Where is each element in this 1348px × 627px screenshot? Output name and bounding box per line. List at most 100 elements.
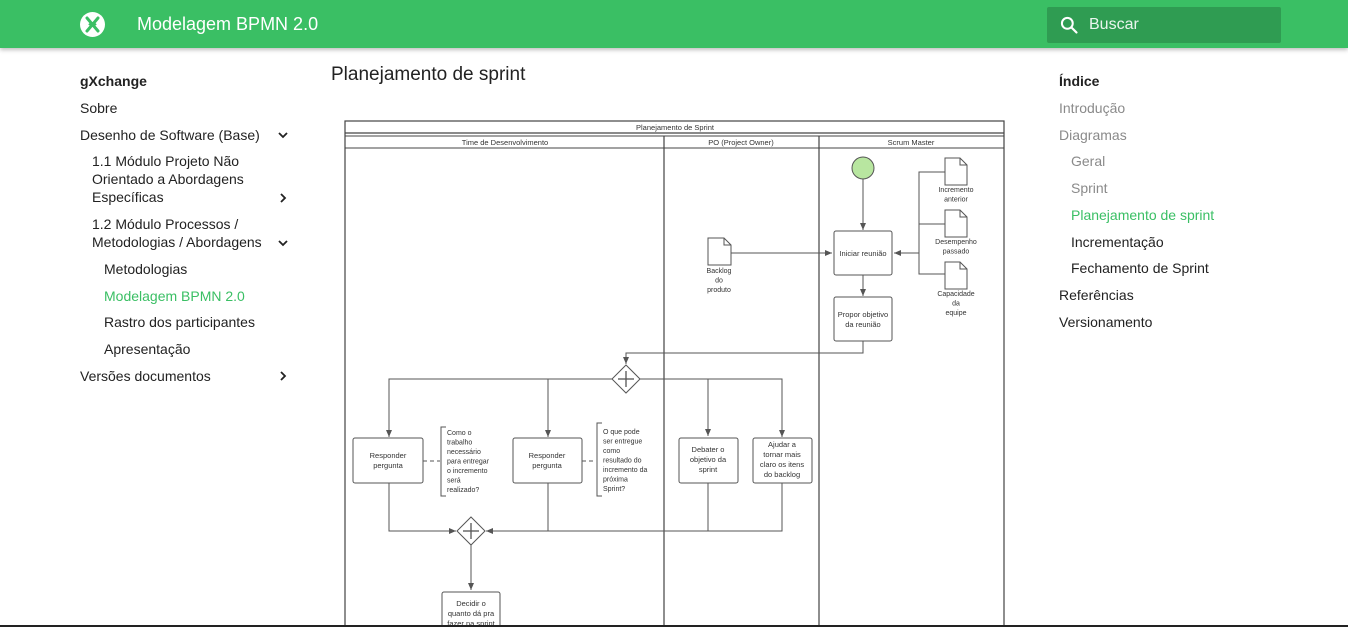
toc-item-geral[interactable]: Geral [1071, 153, 1106, 169]
task-label: Debater o [692, 445, 725, 454]
task-label: objetivo da [690, 455, 727, 464]
toc-item-versionamento[interactable]: Versionamento [1059, 314, 1153, 330]
task-label: Responder [370, 451, 407, 460]
document-incremento [944, 157, 968, 186]
document-desempenho [944, 209, 968, 238]
nav-item-label-line: 1.2 Módulo Processos / [92, 216, 239, 232]
nav-item-label-line: 1.1 Módulo Projeto Não [92, 153, 240, 169]
nav-item-label-line: Específicas [92, 189, 164, 205]
task-label: Propor objetivo [838, 310, 888, 319]
doc-label: Backlog [707, 268, 732, 275]
task-label: da reunião [845, 320, 880, 329]
doc-label: passado [943, 249, 970, 256]
lane-title-dev: Time de Desenvolvimento [462, 138, 548, 147]
task-label: sprint [699, 465, 718, 474]
chevron-right-icon[interactable] [277, 192, 289, 204]
nav-item-label: Desenho de Software (Base) [80, 127, 260, 143]
search-icon [1060, 16, 1078, 34]
search-input[interactable] [1089, 7, 1274, 43]
doc-label: da [952, 301, 960, 308]
nav-item-metodologias[interactable]: Metodologias [104, 261, 188, 277]
task-label: tornar mais [763, 450, 801, 459]
task-label: Decidir o [456, 599, 486, 608]
annotation-line: Como o [447, 430, 472, 437]
chevron-down-icon[interactable] [277, 237, 289, 249]
toc-item-sprint[interactable]: Sprint [1071, 180, 1108, 196]
task-label: Ajudar a [768, 440, 797, 449]
task-label: Responder [529, 451, 566, 460]
nav-item-apresentacao[interactable]: Apresentação [104, 341, 191, 357]
doc-label: do [715, 278, 723, 285]
task-label: pergunta [373, 461, 403, 470]
doc-label: anterior [944, 197, 968, 204]
nav-item-label: Versões documentos [80, 368, 211, 384]
toc-item-referencias[interactable]: Referências [1059, 287, 1134, 303]
search-box[interactable] [1047, 7, 1281, 43]
pool-title: Planejamento de Sprint [636, 123, 715, 132]
doc-label: produto [707, 287, 731, 294]
annotation-line: O que pode [603, 429, 640, 436]
annotation-line: para entregar [447, 459, 490, 466]
window-bottom-border [0, 625, 1348, 627]
task-label: fazer na sprint [447, 619, 495, 627]
nav-item-modelagem-bpmn[interactable]: Modelagem BPMN 2.0 [104, 288, 245, 304]
top-bar: Modelagem BPMN 2.0 [0, 0, 1348, 48]
logo-icon[interactable] [80, 12, 105, 37]
bpmn-diagram: Planejamento de Sprint Time de Desenvolv… [344, 120, 1005, 627]
toc-item-incrementacao[interactable]: Incrementação [1071, 234, 1164, 250]
doc-label: Desempenho [935, 239, 977, 246]
nav-item-label-line: Metodologias / Abordagens [92, 234, 262, 250]
toc-title: Índice [1059, 73, 1100, 89]
nav-item-label-line: Orientado a Abordagens [92, 171, 244, 187]
lane-title-po: PO (Project Owner) [708, 138, 774, 147]
nav-item-versoes[interactable]: Versões documentos [80, 367, 295, 385]
annotation-1 [440, 426, 446, 497]
annotation-line: resultado do [603, 458, 642, 465]
annotation-line: como [603, 448, 620, 455]
annotation-line: o incremento [447, 468, 488, 475]
task-label: Iniciar reunião [839, 249, 886, 258]
annotation-line: será [447, 478, 461, 485]
annotation-2 [596, 422, 602, 497]
toc-item-diagramas[interactable]: Diagramas [1059, 127, 1127, 143]
task-decidir-quanto [441, 591, 501, 627]
lane-title-sm: Scrum Master [888, 138, 935, 147]
chevron-right-icon[interactable] [277, 370, 289, 382]
site-title[interactable]: Modelagem BPMN 2.0 [137, 14, 319, 34]
start-event [851, 156, 875, 180]
task-label: pergunta [532, 461, 562, 470]
annotation-line: próxima [603, 477, 628, 484]
toc-item-planejamento[interactable]: Planejamento de sprint [1071, 207, 1215, 223]
doc-label: Incremento [938, 187, 973, 194]
nav-item-sobre[interactable]: Sobre [80, 100, 118, 116]
nav-item-desenho-software[interactable]: Desenho de Software (Base) [80, 126, 295, 144]
toc-item-fechamento[interactable]: Fechamento de Sprint [1071, 260, 1209, 276]
annotation-line: trabalho [447, 440, 472, 447]
annotation-line: ser entregue [603, 439, 642, 446]
task-label: do backlog [764, 470, 800, 479]
annotation-line: incremento da [603, 467, 647, 474]
nav-item-rastro[interactable]: Rastro dos participantes [104, 314, 255, 330]
doc-label: equipe [945, 310, 966, 317]
page-title: Planejamento de sprint [331, 64, 526, 85]
nav-item-modulo-processos[interactable]: 1.2 Módulo Processos / Metodologias / Ab… [80, 215, 295, 251]
nav-site-name[interactable]: gXchange [80, 73, 147, 89]
annotation-line: realizado? [447, 487, 479, 494]
chevron-down-icon[interactable] [277, 129, 289, 141]
task-propor-objetivo [833, 296, 893, 342]
toc-item-introducao[interactable]: Introdução [1059, 100, 1126, 116]
nav-item-modulo-projeto[interactable]: 1.1 Módulo Projeto Não Orientado a Abord… [80, 152, 295, 206]
doc-label: Capacidade [937, 291, 974, 298]
